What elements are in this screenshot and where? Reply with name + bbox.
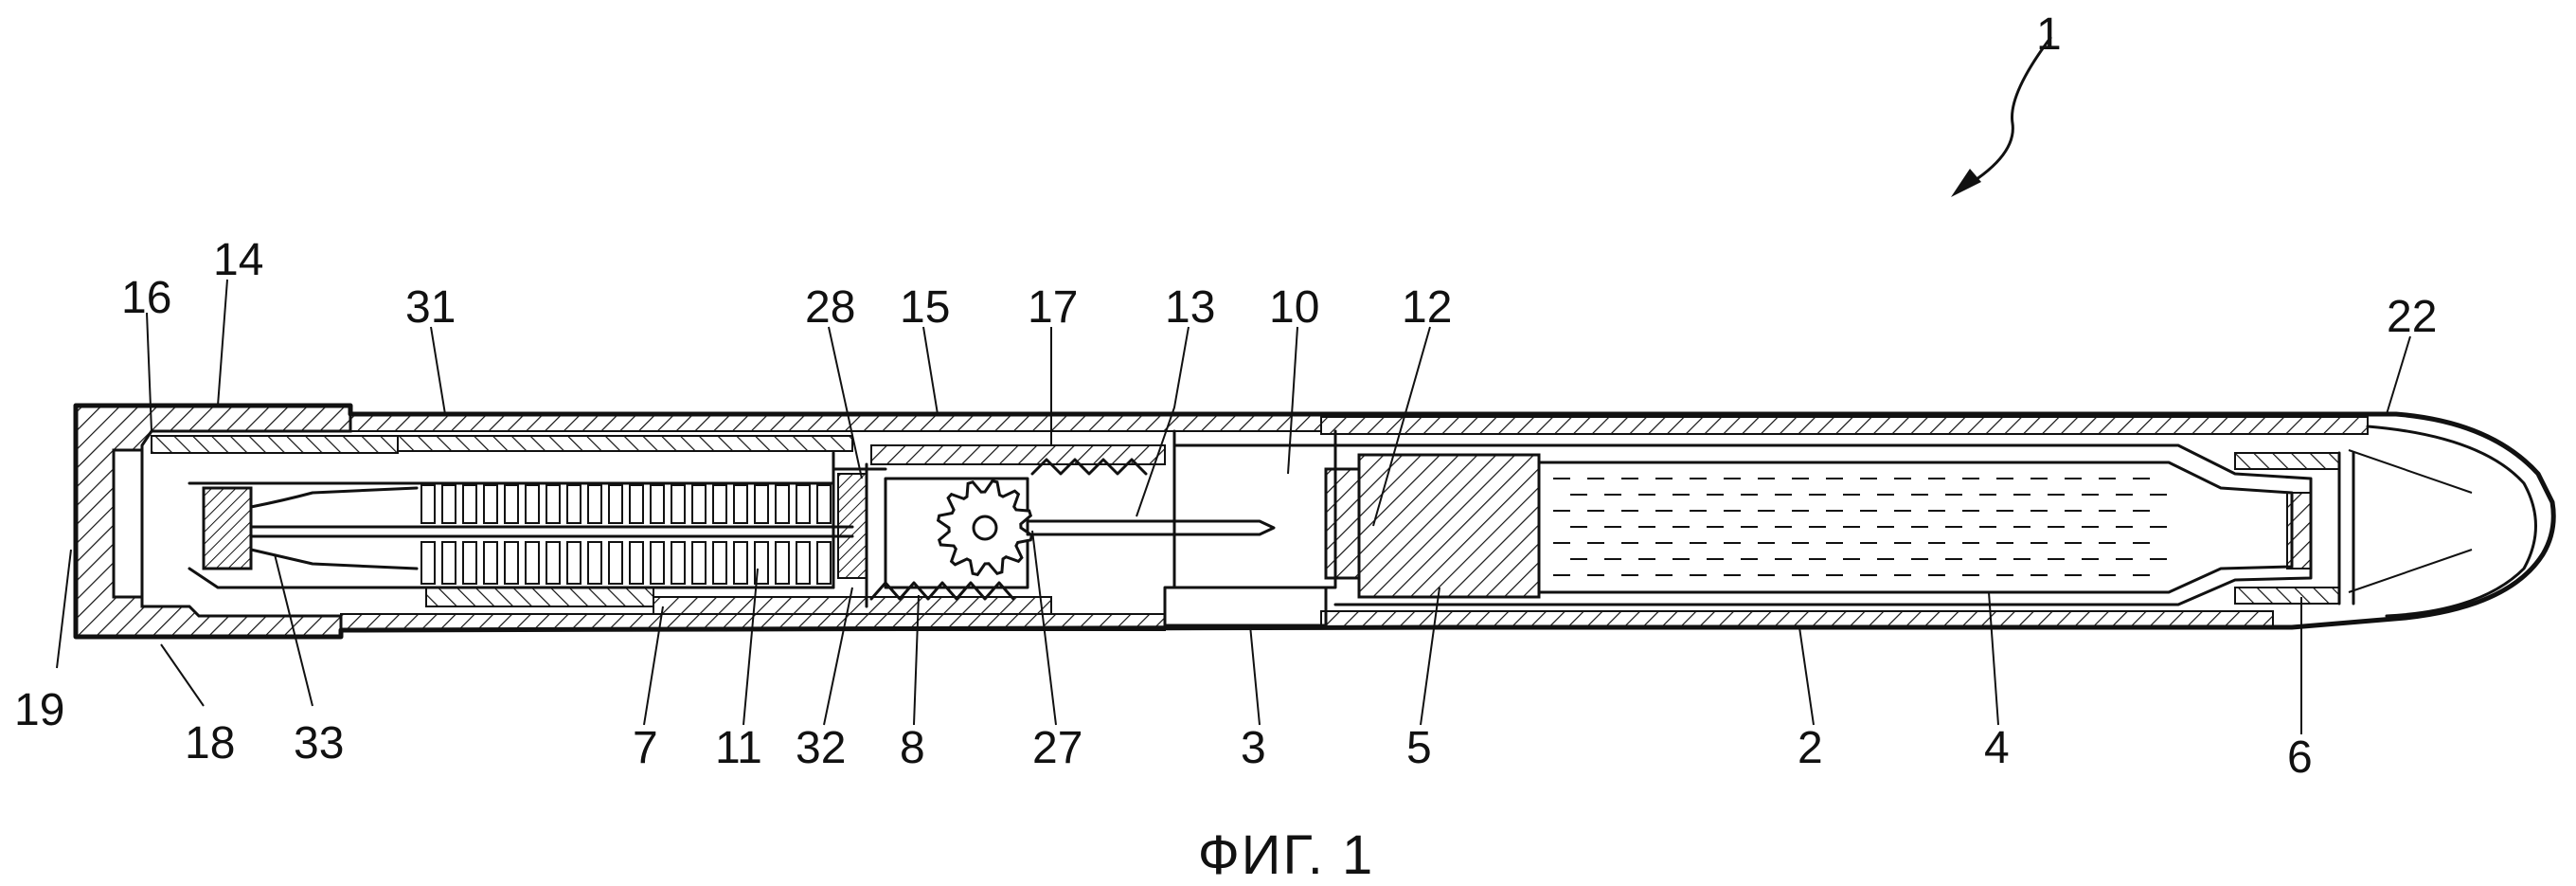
rod-tooth bbox=[420, 484, 436, 524]
rod-tooth bbox=[420, 541, 436, 585]
rod-tooth bbox=[796, 541, 811, 585]
rod-tooth bbox=[566, 484, 581, 524]
drive-mechanism bbox=[188, 444, 1166, 615]
rod-tooth bbox=[483, 541, 498, 585]
rod-tooth bbox=[525, 484, 540, 524]
leader-lines bbox=[56, 279, 2411, 734]
rod-tooth bbox=[733, 541, 748, 585]
label-1: 1 bbox=[2036, 9, 2062, 60]
rod-tooth bbox=[629, 541, 644, 585]
label-28: 28 bbox=[805, 282, 855, 333]
rod-tooth bbox=[650, 484, 665, 524]
rod-tooth bbox=[441, 541, 456, 585]
dose-knob bbox=[74, 404, 853, 639]
label-13: 13 bbox=[1165, 282, 1215, 333]
rod-tooth bbox=[462, 541, 477, 585]
rod-tooth bbox=[650, 541, 665, 585]
label-18: 18 bbox=[185, 718, 235, 768]
rod-tooth bbox=[754, 484, 769, 524]
label-19: 19 bbox=[14, 685, 64, 735]
rod-tooth bbox=[546, 541, 561, 585]
label-11: 11 bbox=[715, 723, 762, 773]
rod-tooth bbox=[504, 541, 519, 585]
label-14: 14 bbox=[213, 235, 263, 285]
label-3: 3 bbox=[1241, 723, 1266, 773]
plunger bbox=[1026, 429, 1337, 627]
piston bbox=[1324, 453, 1541, 599]
rod-tooth bbox=[629, 484, 644, 524]
rod-tooth bbox=[525, 541, 540, 585]
rod-tooth bbox=[441, 484, 456, 524]
cartridge bbox=[1333, 443, 2355, 606]
rod-tooth bbox=[775, 484, 790, 524]
rod-tooth bbox=[587, 541, 602, 585]
rod-tooth bbox=[816, 484, 832, 524]
rod-tooth bbox=[608, 484, 623, 524]
label-10: 10 bbox=[1269, 282, 1319, 333]
rod-tooth bbox=[691, 541, 707, 585]
rod-tooth bbox=[587, 484, 602, 524]
label-17: 17 bbox=[1028, 282, 1078, 333]
label-6: 6 bbox=[2287, 732, 2313, 783]
label-15: 15 bbox=[900, 282, 950, 333]
label-16: 16 bbox=[121, 273, 171, 323]
figure-caption: ФИГ. 1 bbox=[1198, 824, 1375, 886]
rod-tooth bbox=[775, 541, 790, 585]
rod-tooth bbox=[504, 484, 519, 524]
rod-tooth bbox=[816, 541, 832, 585]
rod-tooth bbox=[483, 484, 498, 524]
label-7: 7 bbox=[633, 723, 658, 773]
label-2: 2 bbox=[1798, 723, 1823, 773]
rod-tooth bbox=[671, 541, 686, 585]
label-5: 5 bbox=[1406, 723, 1432, 773]
rod-tooth bbox=[796, 484, 811, 524]
label-12: 12 bbox=[1402, 282, 1452, 333]
rod-tooth bbox=[608, 541, 623, 585]
rod-tooth bbox=[671, 484, 686, 524]
pen-body bbox=[73, 403, 2556, 640]
rod-tooth bbox=[691, 484, 707, 524]
reference-numerals: 1 14 16 31 28 15 17 13 10 12 22 19 18 33… bbox=[14, 9, 2437, 783]
label-8: 8 bbox=[900, 723, 925, 773]
label-32: 32 bbox=[796, 723, 846, 773]
assembly-arrow bbox=[1951, 36, 2052, 197]
label-4: 4 bbox=[1984, 723, 2010, 773]
rod-tooth bbox=[712, 541, 727, 585]
label-27: 27 bbox=[1032, 723, 1082, 773]
rod-tooth bbox=[546, 484, 561, 524]
rod-tooth bbox=[462, 484, 477, 524]
gear-assembly bbox=[869, 458, 1148, 601]
label-22: 22 bbox=[2387, 292, 2437, 342]
rod-tooth bbox=[733, 484, 748, 524]
label-31: 31 bbox=[405, 282, 456, 333]
label-33: 33 bbox=[294, 718, 344, 768]
rod-tooth bbox=[712, 484, 727, 524]
rod-tooth bbox=[566, 541, 581, 585]
